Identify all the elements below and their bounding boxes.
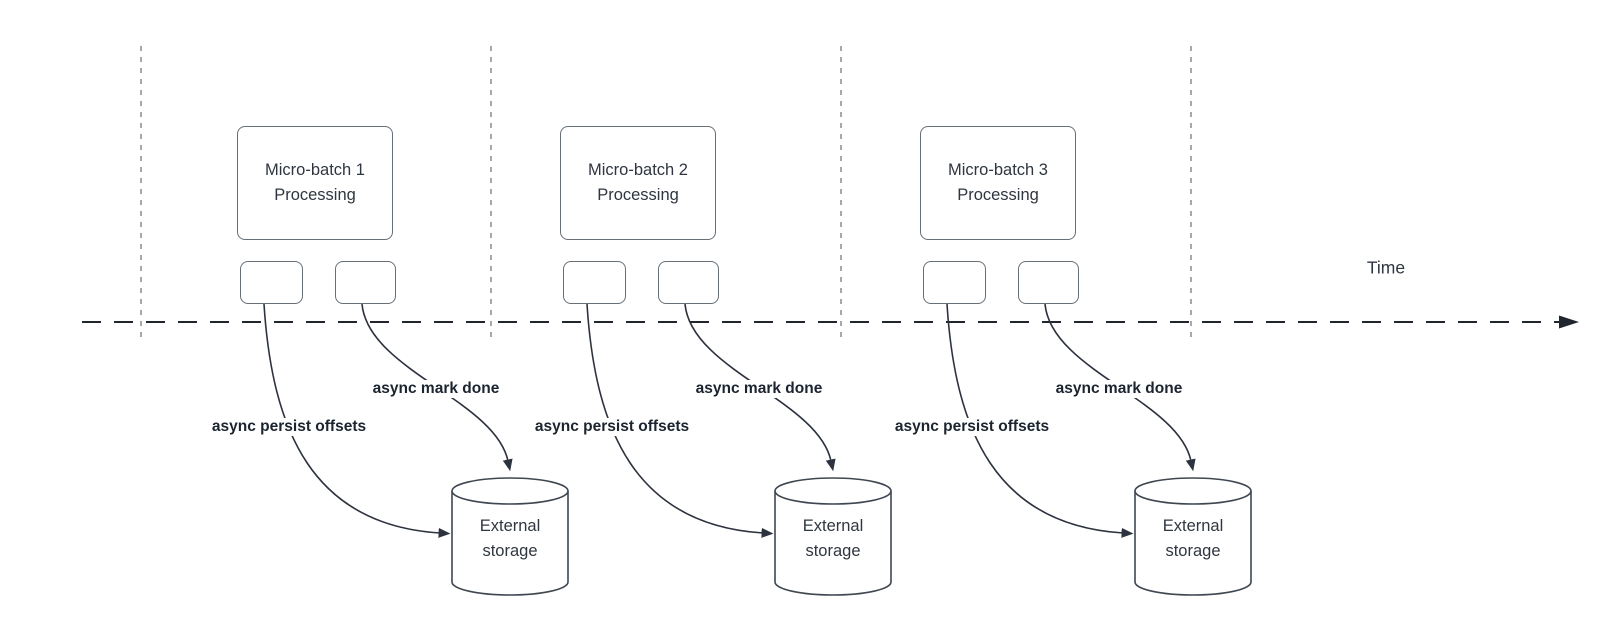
task-box [658,261,719,304]
storage-cylinder-body [774,491,892,596]
persist-offsets-label: async persist offsets [891,418,1053,436]
micro-batch-3-processing-label: Micro-batch 3 Processing [948,161,1048,204]
micro-batch-group-3: Micro-batch 3 Processing async persist o… [891,0,1280,642]
micro-batch-group-2: Micro-batch 2 Processing async persist o… [531,0,920,642]
mark-done-label: async mark done [692,380,826,398]
external-storage-label: External storage [1162,517,1224,560]
storage-cylinder-body [1134,491,1252,596]
storage-cylinder-top [451,477,569,505]
persist-offsets-arrow [263,303,451,538]
storage-cylinder-top [774,477,892,505]
task-box [563,261,626,304]
task-box [240,261,303,304]
mark-done-label: async mark done [369,380,503,398]
micro-batch-2-processing-label: Micro-batch 2 Processing [588,161,688,204]
time-axis-label: Time [1366,257,1406,278]
task-box [1018,261,1079,304]
mark-done-label: async mark done [1052,380,1186,398]
micro-batch-1-processing-label: Micro-batch 1 Processing [265,161,365,204]
micro-batch-3-processing-box: Micro-batch 3 Processing [920,126,1076,240]
persist-offsets-label: async persist offsets [208,418,370,436]
task-box [923,261,986,304]
storage-cylinder-top [1134,477,1252,505]
micro-batch-group-1: Micro-batch 1 Processing async persist o… [208,0,597,642]
persist-offsets-label: async persist offsets [531,418,693,436]
task-box [335,261,396,304]
persist-offsets-arrow [946,303,1134,538]
persist-offsets-arrow [586,303,774,538]
external-storage-label: External storage [479,517,541,560]
micro-batch-1-processing-box: Micro-batch 1 Processing [237,126,393,240]
external-storage-label: External storage [802,517,864,560]
storage-cylinder-body [451,491,569,596]
micro-batch-2-processing-box: Micro-batch 2 Processing [560,126,716,240]
